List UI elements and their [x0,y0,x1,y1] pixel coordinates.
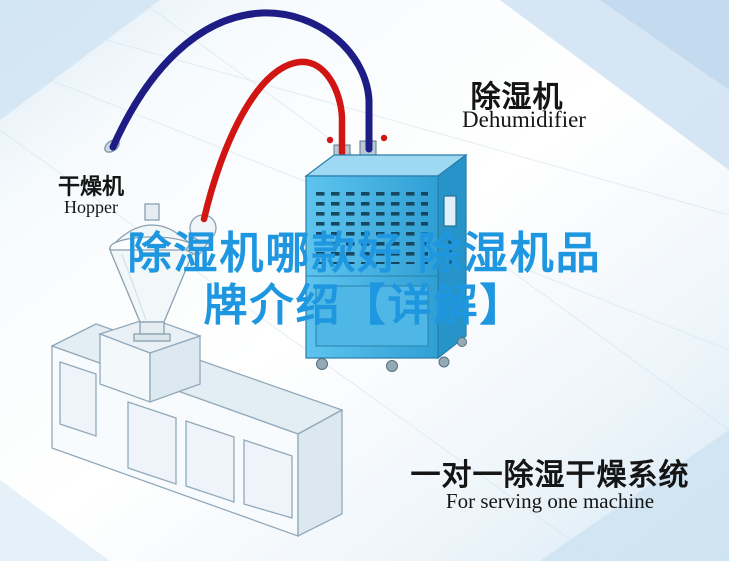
dehumidifier-vents [316,192,428,264]
system-caption-zh: 一对一除湿干燥系统 [410,459,690,492]
main-title: 除湿机哪款好 除湿机品 牌介绍【详解】 [0,228,729,332]
dehumidifier-label-zh: 除湿机 [470,81,564,114]
hopper-label-en: Hopper [64,197,118,217]
supply-pipe-red [200,58,346,223]
main-title-line1: 除湿机哪款好 除湿机品 [127,229,602,278]
dehumidifier-casters [316,337,467,372]
valve-dot-left [326,136,334,144]
hopper-label-zh: 干燥机 [57,174,124,199]
valve-dot-right [380,134,388,142]
extruder-illustration [50,317,344,538]
main-title-line2: 牌介绍【详解】 [203,281,526,330]
return-pipe-navy [109,9,373,153]
system-caption-en: For serving one machine [445,489,655,513]
dehumidifier-illustration [304,153,468,372]
dehumidifier-label-en: Dehumidifier [462,107,586,132]
control-panel [443,195,457,227]
